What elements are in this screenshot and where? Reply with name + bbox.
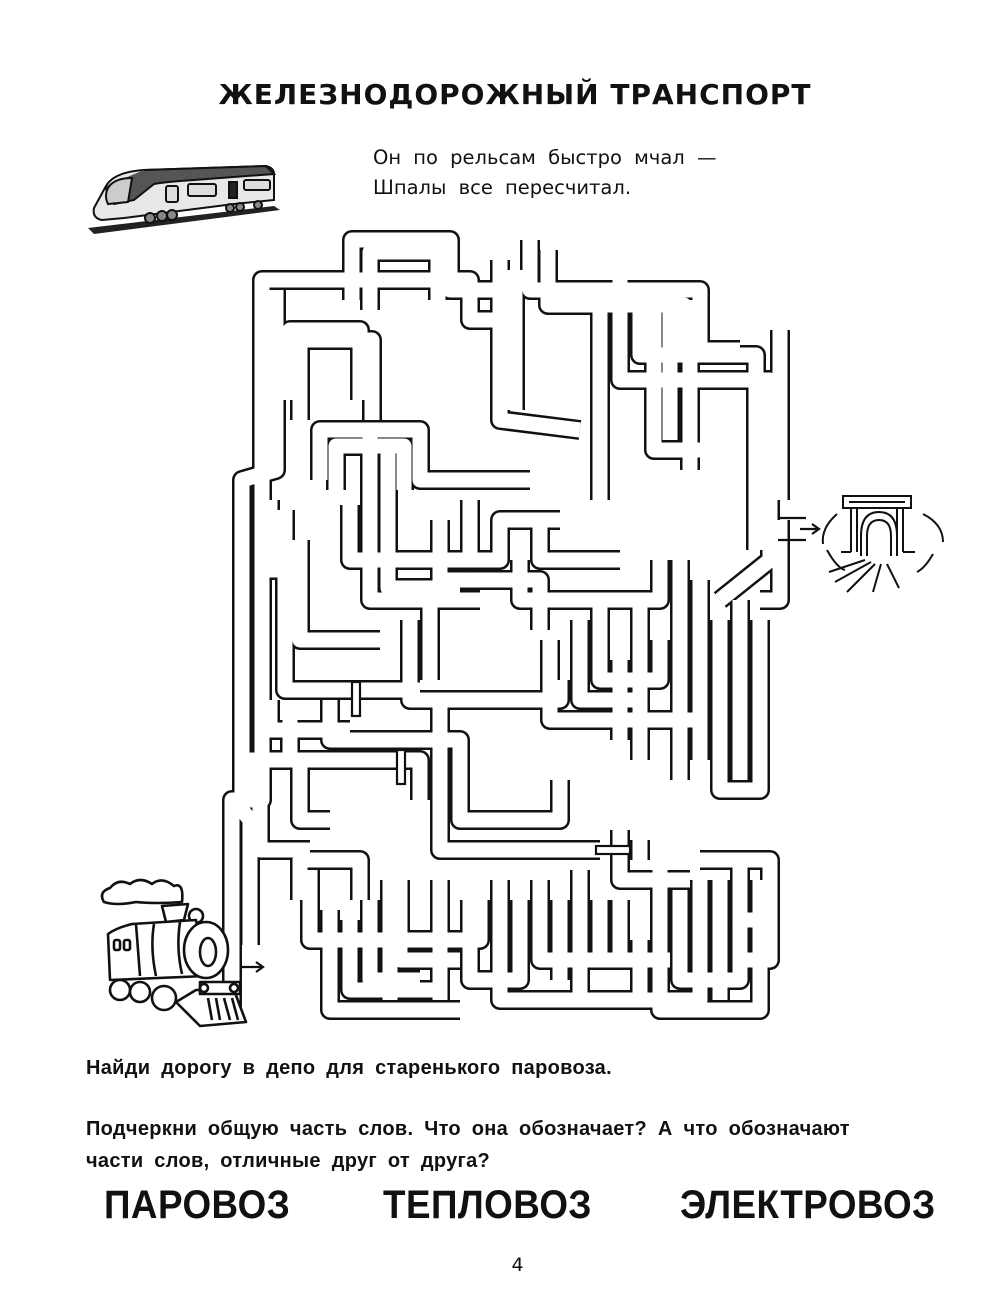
train-body [92,164,277,224]
maze-path-segment[interactable] [732,860,768,928]
maze-path-segment[interactable] [380,440,460,596]
maze-path-segment[interactable] [652,870,768,1018]
task-line: Подчеркни общую часть слов. Что она обоз… [86,1118,850,1140]
maze-path-segment[interactable] [362,244,446,310]
maze-path-segment[interactable] [224,272,500,1015]
maze-path-segment[interactable] [700,852,778,968]
task-line: части слов, отличные друг от друга? [86,1150,491,1172]
maze-path-segment[interactable] [252,780,310,858]
maze-path-segment[interactable] [362,430,480,608]
maze-dead-end [395,748,407,786]
word-teplovoz[interactable]: ТЕПЛОВОЗ [383,1183,592,1227]
maze-path-segment[interactable] [432,700,600,858]
maze-dead-end [350,680,362,718]
maze-path-segment[interactable] [292,852,368,900]
modern-train-illustration [88,164,280,234]
page-title: ЖЕЛЕЗНОДОРОЖНЫЙ ТРАНСПОРТ [218,78,812,111]
poem: Он по рельсам быстро мчал — Шпалы все пе… [373,143,716,203]
maze-path-segment[interactable] [452,780,568,828]
maze-path-segment[interactable] [402,620,568,708]
maze-path-segment[interactable] [532,520,620,568]
maze-dead-end [594,844,632,856]
rail-track [88,206,280,234]
maze-path-segment[interactable] [612,280,778,606]
maze-path-segment[interactable] [312,422,530,488]
maze-path-segment[interactable] [277,510,420,698]
maze-path-segment[interactable] [462,500,480,568]
maze-path-segment[interactable] [362,900,420,988]
tunnel-depot-illustration [821,495,944,593]
maze-path-segment[interactable] [492,260,581,438]
maze-path-segment[interactable] [712,620,768,798]
maze-path-segment[interactable] [344,232,520,300]
maze-path-segment[interactable] [292,332,380,420]
maze-path-segment[interactable] [492,880,648,1008]
word-parovoz[interactable]: ПАРОВОЗ [104,1183,291,1227]
maze-path-segment[interactable] [342,920,440,998]
task-find-path: Найди дорогу в депо для старенького паро… [86,1057,612,1079]
maze-path-segment[interactable] [592,900,670,968]
maze-path-segment[interactable] [282,720,428,800]
maze-path-segment[interactable] [342,505,560,568]
steam-locomotive-illustration [100,878,248,1028]
page-number: 4 [511,1254,524,1276]
maze-path-segment[interactable] [322,700,468,800]
maze-path-segment[interactable] [512,560,668,608]
maze-path-segment[interactable] [592,600,668,688]
maze-path-segment[interactable] [234,290,284,945]
start-arrow-icon [242,961,265,973]
maze-path-segment[interactable] [632,300,764,550]
poem-line: Он по рельсам быстро мчал — [373,146,717,169]
maze-path-segment[interactable] [322,910,460,1018]
end-arrow-icon [800,523,821,535]
word-elektrovoz[interactable]: ЭЛЕКТРОВОЗ [680,1183,936,1227]
maze-path-segment[interactable] [282,322,368,400]
maze-path-segment[interactable] [760,520,788,608]
maze-path-segment[interactable] [572,870,708,1008]
poem-line: Шпалы все пересчитал. [373,176,632,199]
task-underline-common-part: Подчеркни общую часть слов. Что она обоз… [86,1113,850,1177]
maze-exit [778,516,806,542]
maze-path-segment[interactable] [672,890,748,988]
word-list: ПАРОВОЗ ТЕПЛОВОЗ ЭЛЕКТРОВОЗ [0,1183,1000,1243]
